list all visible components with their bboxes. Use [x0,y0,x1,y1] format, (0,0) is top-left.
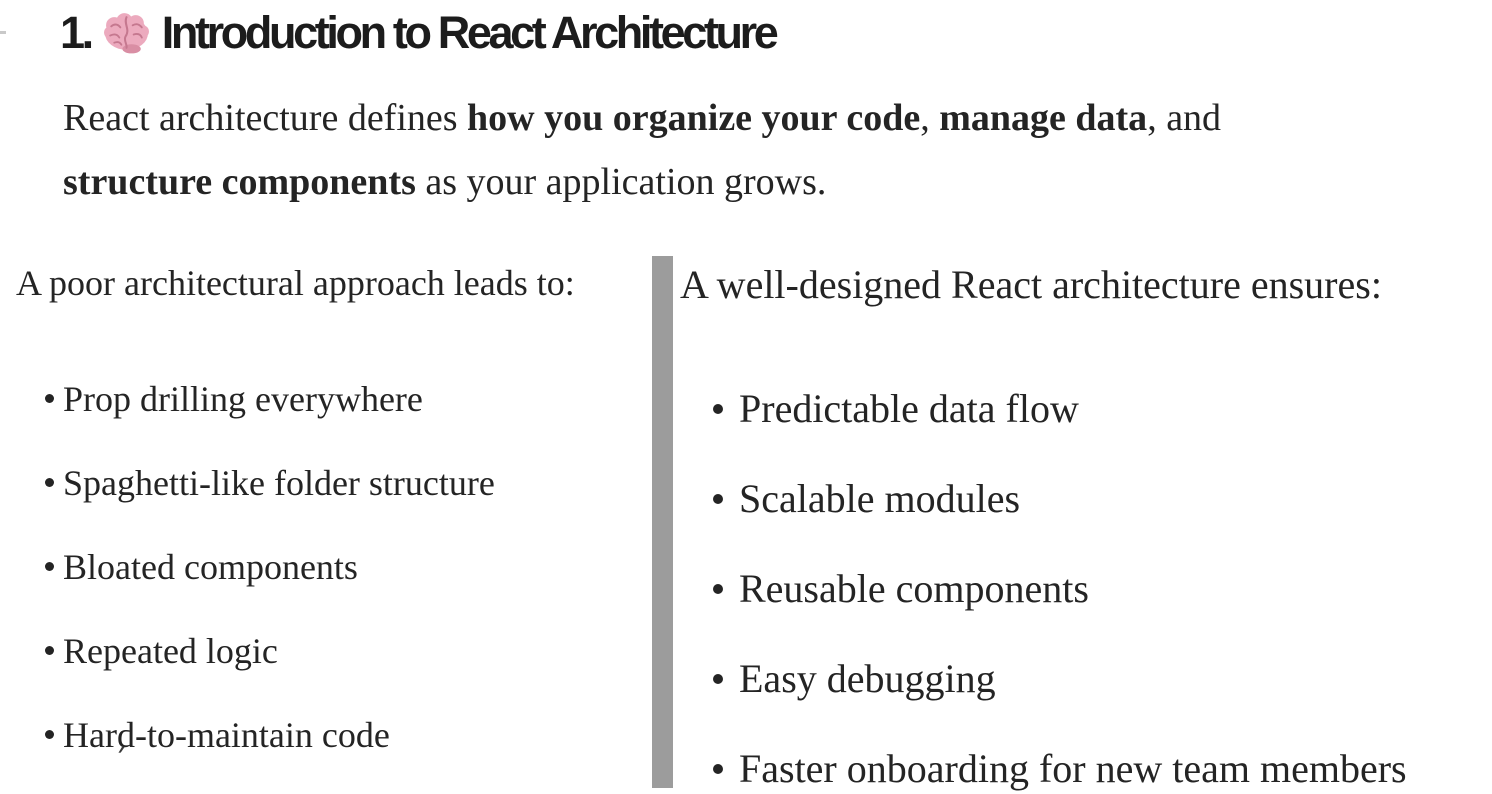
list-item: Faster onboarding for new team members [713,744,1492,794]
intro-paragraph: React architecture defines how you organ… [63,86,1483,214]
list-item: Prop drilling everywhere [45,376,652,422]
intro-text: as your application grows. [415,161,827,203]
intro-text: React architecture defines [63,97,468,139]
list-item: Reusable components [713,564,1492,614]
heading-number: 1. [60,7,94,58]
left-column-header: A poor architectural approach leads to: [16,263,575,303]
intro-bold-manage-data: manage data [939,97,1148,139]
poor-architecture-column: A poor architectural approach leads to: … [0,256,652,788]
intro-text: , [920,97,940,139]
page-title: 1. Introduction to React Architecture [60,6,779,60]
list-item: Bloated components [45,544,652,590]
right-column-header: A well-designed React architecture ensur… [680,262,1382,307]
intro-bold-structure-components: structure components [63,161,416,203]
well-designed-architecture-column: A well-designed React architecture ensur… [673,256,1492,791]
intro-text: , and [1147,97,1222,139]
list-item: Repeated logic [45,628,652,674]
intro-bold-organize-code: how you organize your code [467,97,921,139]
column-divider [652,256,673,788]
heading-text: Introduction to React Architecture [161,7,779,58]
list-item: Hard-to-maintain code [45,712,652,758]
comparison-section: A poor architectural approach leads to: … [0,256,1492,791]
left-column-list: Prop drilling everywhere Spaghetti-like … [16,376,652,758]
list-item: Scalable modules [713,474,1492,524]
brain-emoji-icon [103,12,150,55]
list-item: Spaghetti-like folder structure [45,460,652,506]
edge-artifact [0,31,6,34]
right-column-list: Predictable data flow Scalable modules R… [680,384,1492,794]
list-item: Predictable data flow [713,384,1492,434]
list-item: Easy debugging [713,654,1492,704]
